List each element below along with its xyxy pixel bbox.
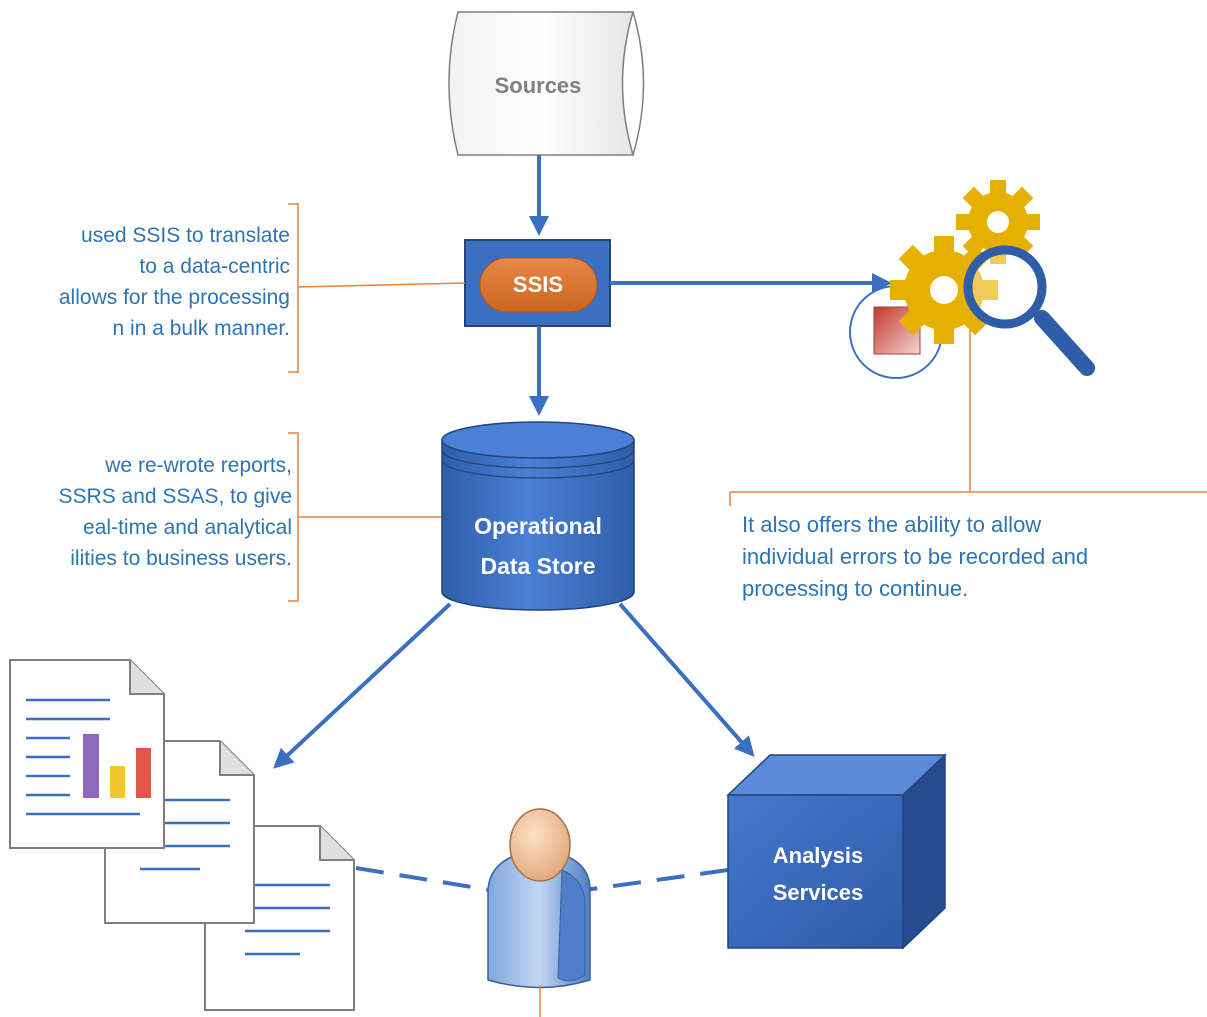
dashed-link-reports-user [355, 866, 491, 892]
errors-callout-line: individual errors to be recorded and [742, 544, 1089, 569]
errors-callout-line: processing to continue. [742, 576, 969, 601]
dashed-link-analysis-user [584, 868, 729, 892]
sources-node: Sources [448, 11, 645, 156]
ssis-label: SSIS [513, 272, 563, 297]
ssis-callout-line: used SSIS to translate [81, 224, 290, 247]
ods-node: Operational Data Store [441, 421, 635, 611]
ssis-node: SSIS [464, 239, 611, 327]
ods-label-line2: Data Store [480, 553, 595, 579]
ssis-callout-text: used SSIS to translate to a data-centric… [0, 220, 290, 344]
report-documents-icon [9, 659, 355, 1011]
errors-callout-line: It also offers the ability to allow [742, 512, 1042, 537]
business-user-icon [487, 808, 591, 989]
ssis-callout-bracket [288, 203, 466, 373]
ods-label-line1: Operational [474, 513, 602, 539]
arrow-ods-to-reports [273, 602, 452, 769]
reports-callout-line: ilities to business users. [70, 547, 292, 570]
reports-callout-line: we re-wrote reports, [105, 454, 292, 477]
ssis-callout-line: n in a bulk manner. [112, 317, 290, 340]
ssis-callout-line: to a data-centric [139, 255, 290, 278]
reports-callout-text: we re-wrote reports, SSRS and SSAS, to g… [0, 450, 292, 574]
analysis-label-line1: Analysis [773, 843, 864, 868]
reports-callout-line: SSRS and SSAS, to give [58, 485, 292, 508]
ssis-callout-line: allows for the processing [58, 286, 290, 309]
reports-callout-bracket [288, 432, 442, 602]
errors-callout-text: It also offers the ability to allow indi… [742, 509, 1088, 605]
sources-label: Sources [495, 73, 582, 98]
reports-callout-line: eal-time and analytical [83, 516, 292, 539]
analysis-label-line2: Services [773, 880, 864, 905]
errors-callout-bracket [729, 330, 1207, 506]
analysis-services-node: Analysis Services [726, 753, 947, 950]
arrow-ods-to-analysis [618, 602, 755, 758]
